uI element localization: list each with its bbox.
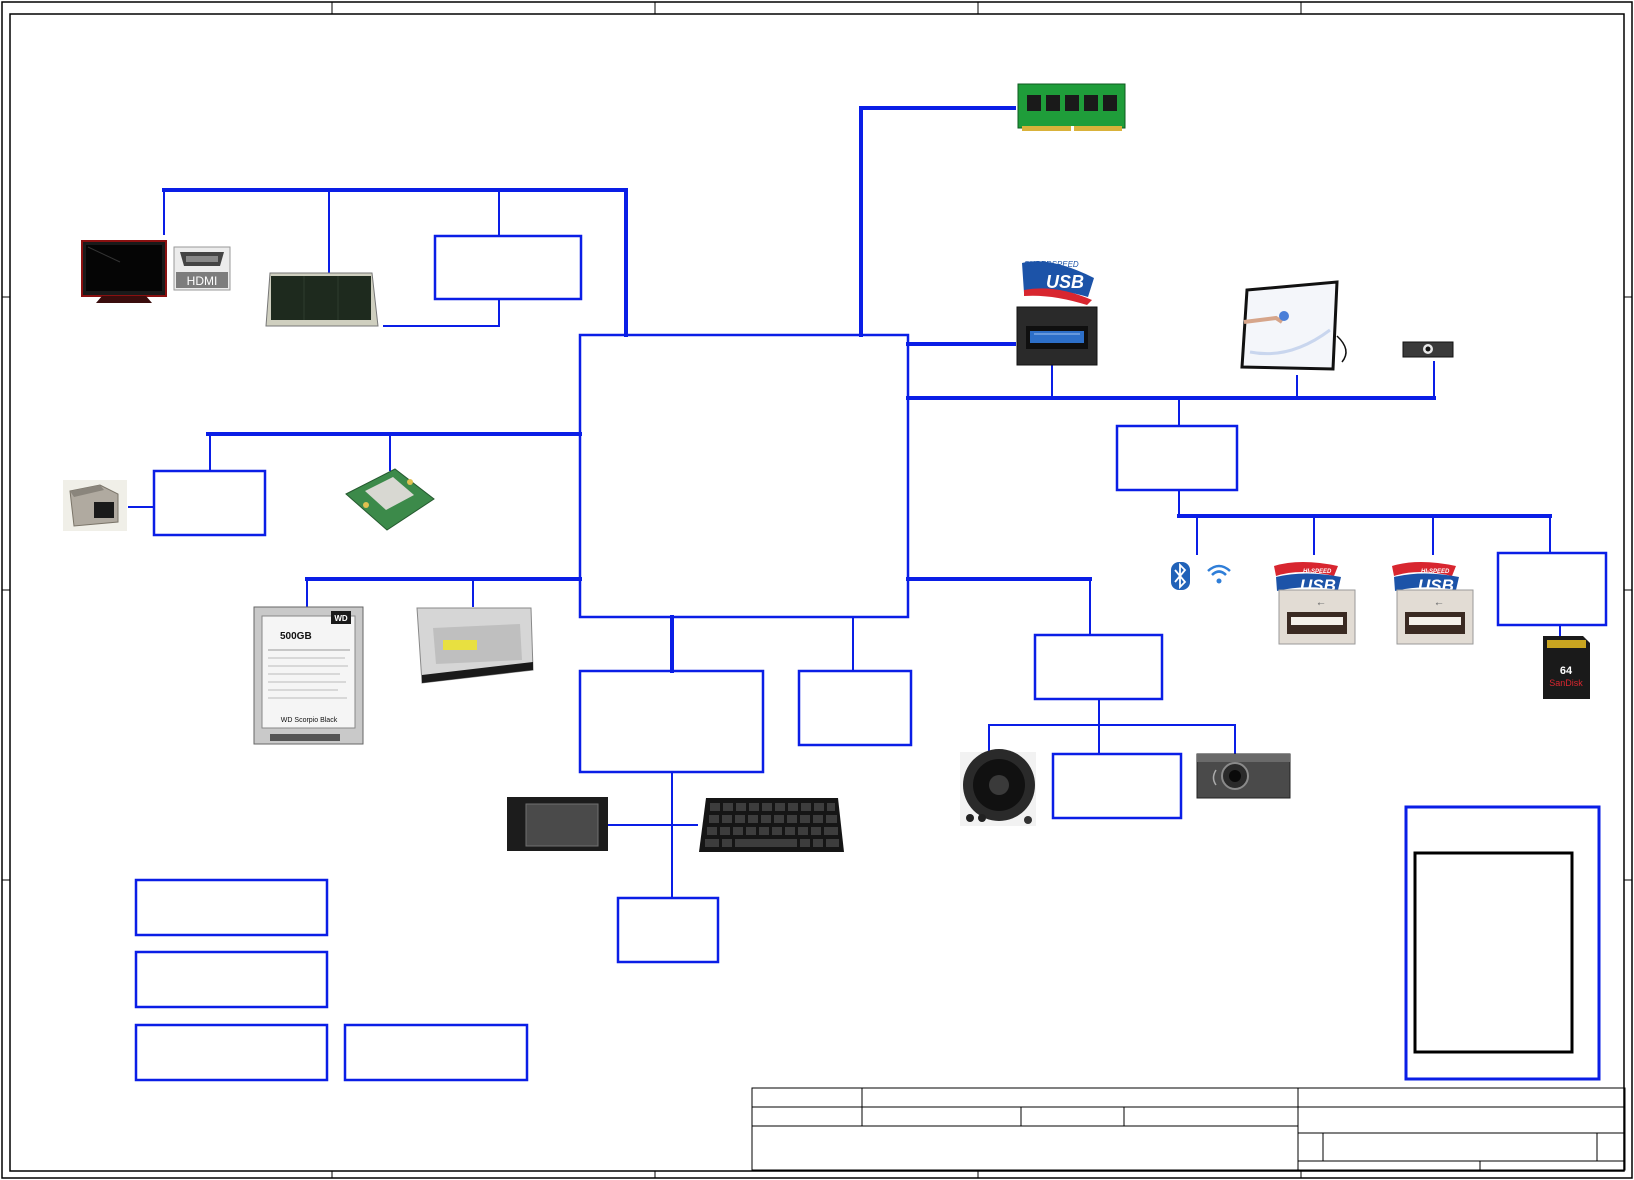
audio-codec-block [1033,633,1164,701]
usb2-port-left-icon: ⭠ [1278,589,1356,645]
usb3-logo-icon: SUPERSPEED USB [1022,260,1094,305]
audio-jack-icon [1196,753,1291,799]
usb3-port-icon [1016,306,1098,366]
lan-controller-block [152,469,267,537]
wifi-icon [1207,564,1231,584]
bus-lines [128,106,1561,899]
title-block [751,1087,1626,1171]
ec-block [578,669,765,774]
svg-text:⭠: ⭠ [1435,599,1442,609]
hdmi-label: HDMI [187,274,218,288]
lcd-panel-icon [265,272,379,327]
tv-monitor-icon [81,240,167,303]
sd-card-capacity: 64 [1560,665,1573,677]
amplifier-block [1051,752,1183,820]
usb3-logo-top: SUPERSPEED [1024,260,1079,269]
sd-card-brand: SanDisk [1549,678,1583,688]
svg-text:⭠: ⭠ [1317,599,1324,609]
usb2-left-logo-top: HI-SPEED [1303,569,1332,575]
speaker-icon [960,749,1036,826]
power-block-3 [134,1023,329,1082]
wlan-card-icon [345,468,435,531]
keyboard-icon [699,798,844,852]
hdd-series: WD Scorpio Black [281,717,338,724]
usb-hub-block [1115,424,1239,492]
bluetooth-icon [1171,562,1190,590]
usb2-right-logo-top: HI-SPEED [1421,569,1450,575]
card-reader-block [1496,551,1608,627]
legend-frame [1404,805,1601,1081]
usb3-logo-main: USB [1046,272,1084,292]
memory-dimm-icon [1017,83,1126,131]
touchpad-icon [507,797,608,851]
touch-panel-icon [1240,280,1347,371]
sd-card-icon: 64 SanDisk [1543,636,1590,699]
legend-inner-frame [1413,851,1574,1054]
webcam-icon [1402,341,1454,358]
power-block-1 [134,878,329,937]
optical-drive-icon [416,607,534,684]
hdd-brand: WD [334,614,348,623]
rj45-connector-icon [63,480,127,531]
power-block-4 [343,1023,529,1082]
blocks [134,234,1608,1082]
hdd-icon: WD 500GB WD Scorpio Black [253,606,364,745]
hdmi-connector-icon: HDMI [173,246,231,291]
usb2-port-right-icon: ⭠ [1396,589,1474,645]
spi-rom-block [797,669,913,747]
bios-block [616,896,720,964]
edp-converter-block [433,234,583,301]
hdd-capacity: 500GB [280,631,312,642]
cpu-block [578,333,910,619]
power-block-2 [134,950,329,1009]
